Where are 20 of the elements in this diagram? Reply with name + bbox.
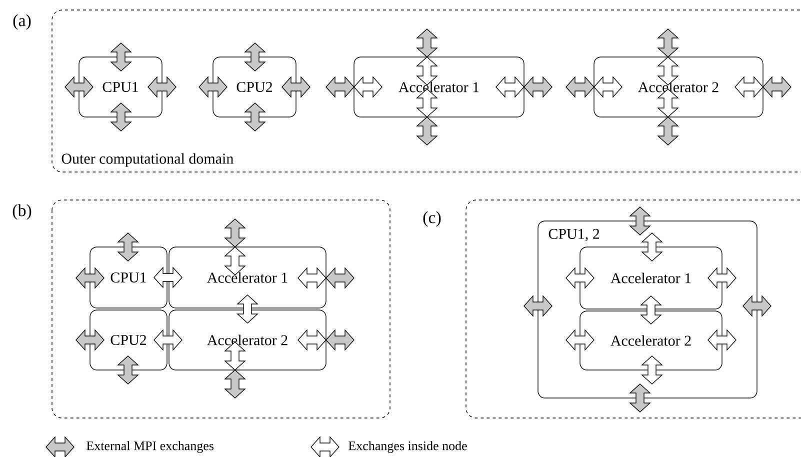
processor-box: CPU2 <box>90 310 168 370</box>
processor-box: Accelerator 1 <box>580 246 722 310</box>
panel-label: (c) <box>423 211 441 227</box>
processor-box: CPU1 <box>90 246 168 308</box>
exchange-arrow <box>640 296 662 324</box>
exchange-arrow <box>154 266 182 288</box>
processor-box: Accelerator 2 <box>168 310 326 370</box>
legend-text: External MPI exchanges <box>86 441 214 453</box>
processor-box: Accelerator 2 <box>580 310 722 370</box>
processor-box: Accelerator 2 <box>594 56 764 118</box>
legend-text: Exchanges inside node <box>348 441 467 453</box>
processor-box: CPU2 <box>212 56 296 118</box>
processor-box: CPU1 <box>78 56 162 118</box>
panel-label: (a) <box>13 14 31 30</box>
processor-box: Accelerator 1 <box>168 246 326 308</box>
exchange-arrow <box>154 329 182 351</box>
domain-label: Outer computational domain <box>62 153 234 167</box>
panel-label: (b) <box>12 204 32 220</box>
exchange-arrow <box>236 294 258 324</box>
processor-box: Accelerator 1 <box>354 56 524 118</box>
